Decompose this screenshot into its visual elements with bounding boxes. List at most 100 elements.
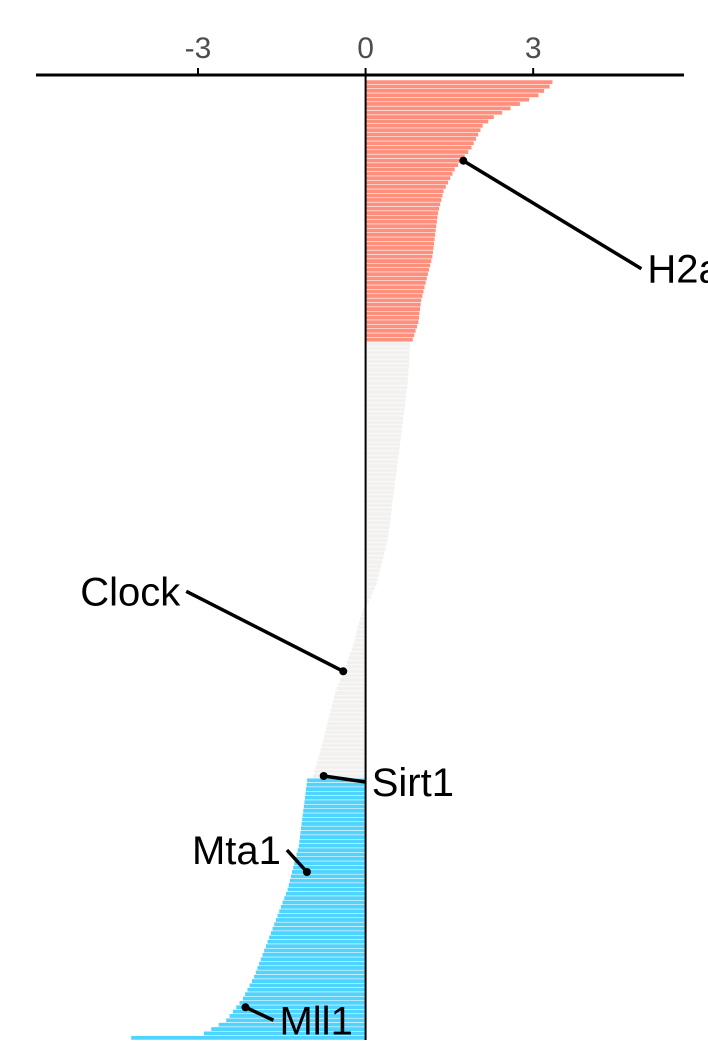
bar-neutral xyxy=(365,393,407,399)
bar-up xyxy=(365,315,420,321)
bar-up xyxy=(365,332,415,338)
gene-leader-line xyxy=(323,774,366,784)
bar-down xyxy=(297,847,366,853)
bar-neutral xyxy=(365,380,409,386)
bar-down xyxy=(265,943,366,949)
bar-up xyxy=(365,149,469,155)
bar-up xyxy=(365,241,435,247)
bar-up xyxy=(365,92,540,98)
bar-neutral xyxy=(332,699,366,705)
bar-up xyxy=(365,236,436,242)
bar-neutral xyxy=(365,354,410,360)
bar-down xyxy=(301,821,366,827)
bar-down xyxy=(306,782,366,788)
bar-neutral xyxy=(333,695,366,700)
bar-neutral xyxy=(365,459,399,465)
bar-down xyxy=(249,983,366,988)
bar-neutral xyxy=(365,363,410,369)
bar-neutral xyxy=(365,350,411,356)
gene-leader-line xyxy=(244,1005,275,1022)
bar-neutral xyxy=(365,468,398,473)
bar-neutral xyxy=(365,524,390,530)
bar-up xyxy=(365,184,447,190)
bar-neutral xyxy=(365,367,410,373)
bar-neutral xyxy=(365,407,405,412)
bar-down xyxy=(288,882,366,888)
bar-up xyxy=(365,123,484,129)
bar-down xyxy=(256,965,366,971)
bar-neutral xyxy=(356,625,366,631)
bar-neutral xyxy=(365,516,391,521)
bar-up xyxy=(365,319,419,325)
bar-neutral xyxy=(365,420,404,425)
bar-down xyxy=(296,852,366,857)
bar-neutral xyxy=(365,577,379,583)
bar-neutral xyxy=(365,498,394,504)
bar-neutral xyxy=(365,559,383,565)
bar-down xyxy=(244,991,366,997)
bar-up xyxy=(365,223,437,229)
bar-neutral xyxy=(322,738,366,744)
bar-up xyxy=(365,245,434,251)
bar-neutral xyxy=(365,402,406,408)
bar-neutral xyxy=(365,489,395,495)
bar-down xyxy=(302,808,366,814)
bar-down xyxy=(293,860,366,866)
bar-up xyxy=(365,114,495,120)
bar-up xyxy=(365,271,429,277)
bar-up xyxy=(365,249,434,255)
bar-neutral xyxy=(330,708,366,713)
bar-neutral xyxy=(351,647,366,652)
bar-neutral xyxy=(365,568,381,574)
bar-neutral xyxy=(316,760,366,766)
gene-leader-line xyxy=(285,848,309,874)
bar-up xyxy=(365,188,445,194)
bar-up xyxy=(365,210,439,216)
bar-down xyxy=(305,791,366,796)
bar-up xyxy=(365,254,433,260)
bar-up xyxy=(365,88,545,94)
bar-up xyxy=(365,293,423,299)
gene-point xyxy=(459,156,468,165)
bar-neutral xyxy=(365,572,380,578)
bar-neutral xyxy=(349,651,366,657)
bar-up xyxy=(365,263,431,268)
bar-neutral xyxy=(356,629,366,635)
bar-down xyxy=(273,921,366,927)
bar-down xyxy=(267,939,366,945)
bar-up xyxy=(365,337,414,343)
bar-neutral xyxy=(365,359,410,364)
gene-label-layer: H2afzClockSirt1Mta1Mll1 xyxy=(80,156,708,1043)
bar-down xyxy=(287,887,366,892)
bar-neutral xyxy=(365,533,389,539)
bar-neutral xyxy=(365,585,376,591)
bar-neutral xyxy=(346,660,366,665)
bar-down xyxy=(275,917,366,923)
bar-down xyxy=(282,900,366,905)
bar-up xyxy=(365,145,472,151)
bar-down xyxy=(283,895,366,901)
bar-down xyxy=(258,961,366,967)
bar-neutral xyxy=(365,376,409,382)
bar-up xyxy=(365,110,503,116)
bar-neutral xyxy=(320,747,366,753)
bar-neutral xyxy=(365,476,397,482)
bar-down xyxy=(301,817,366,823)
bar-up xyxy=(365,258,432,264)
bar-up xyxy=(365,311,421,316)
x-tick-label: 0 xyxy=(357,32,374,65)
bar-down xyxy=(246,987,366,993)
bar-down xyxy=(260,956,366,962)
bar-up xyxy=(365,79,553,85)
bar-neutral xyxy=(331,703,366,709)
bar-up xyxy=(365,180,449,185)
bar-neutral xyxy=(365,581,378,587)
bar-down xyxy=(290,873,366,879)
bar-neutral xyxy=(365,389,408,395)
gene-label: Mll1 xyxy=(279,999,352,1043)
bar-up xyxy=(365,280,427,286)
gene-leader-line xyxy=(185,589,345,673)
bar-down xyxy=(270,930,366,936)
bar-down xyxy=(304,795,366,801)
